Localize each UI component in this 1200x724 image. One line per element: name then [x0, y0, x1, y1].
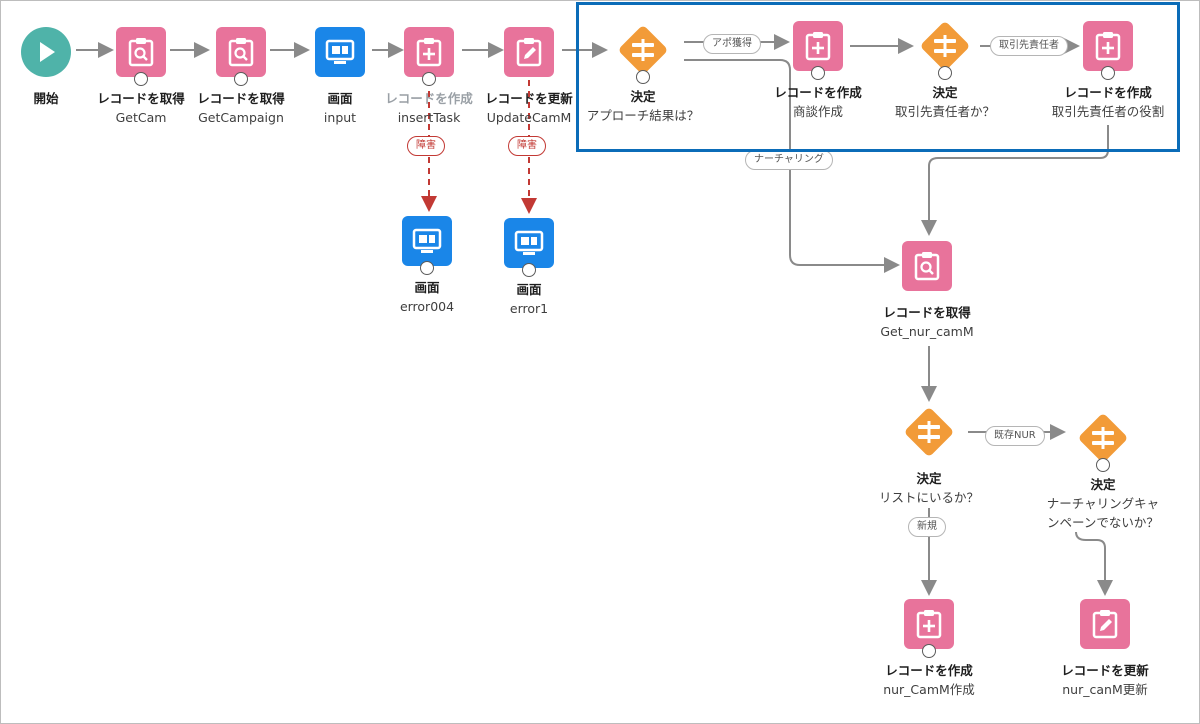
connector-label-appo[interactable]: アポ獲得 — [703, 34, 761, 54]
connector-label-new[interactable]: 新規 — [908, 517, 946, 537]
get-records-icon[interactable] — [116, 27, 166, 77]
node-type-label: 画面 — [516, 282, 542, 297]
update-records-icon[interactable] — [1080, 599, 1130, 649]
node-api-name: error1 — [509, 301, 549, 316]
node-api-name: 取引先責任者の役割 — [1051, 104, 1165, 119]
create-records-icon[interactable] — [404, 27, 454, 77]
node-type-label: レコードを取得 — [883, 305, 971, 320]
create-records-icon[interactable] — [1083, 21, 1133, 71]
decision-icon[interactable] — [1077, 412, 1129, 464]
node-type-label: レコードを取得 — [197, 91, 285, 106]
node-type-label: レコードを作成 — [1064, 85, 1152, 100]
decision-icon[interactable] — [919, 20, 971, 72]
get-records-icon[interactable] — [902, 241, 952, 291]
node-type-label: 決定 — [630, 89, 656, 104]
node-type-label: 開始 — [33, 91, 59, 106]
node-api-name: input — [323, 110, 357, 125]
node-connector-anchor[interactable] — [938, 66, 952, 80]
node-type-label: レコードを作成 — [385, 91, 473, 106]
node-api-name: 取引先責任者か？ — [894, 104, 995, 119]
node-type-label: 決定 — [1090, 477, 1116, 492]
node-api-name: リストにいるか？ — [878, 490, 979, 505]
node-connector-anchor[interactable] — [1096, 458, 1110, 472]
node-connector-anchor[interactable] — [922, 644, 936, 658]
node-api-name: error004 — [399, 299, 455, 314]
screen-icon[interactable] — [504, 218, 554, 268]
node-connector-anchor[interactable] — [420, 261, 434, 275]
screen-icon[interactable] — [315, 27, 365, 77]
node-connector-anchor[interactable] — [522, 263, 536, 277]
node-type-label: レコードを作成 — [774, 85, 862, 100]
decision-icon[interactable] — [617, 24, 669, 76]
connector-label-fault-2[interactable]: 障害 — [508, 136, 546, 156]
decision-icon[interactable] — [903, 406, 955, 458]
node-connector-anchor[interactable] — [134, 72, 148, 86]
edge-decision4-update[interactable] — [1075, 531, 1113, 596]
node-api-name: nur_CamM作成 — [883, 682, 975, 697]
node-type-label: 画面 — [327, 91, 353, 106]
node-type-label: レコードを作成 — [885, 663, 973, 678]
node-connector-anchor[interactable] — [422, 72, 436, 86]
node-api-name: nur_canM更新 — [1062, 682, 1148, 697]
node-api-name: 商談作成 — [792, 104, 843, 119]
connector-label-fault-1[interactable]: 障害 — [407, 136, 445, 156]
node-api-name: アプローチ結果は？ — [586, 108, 700, 123]
node-type-label: レコードを更新 — [485, 91, 573, 106]
get-records-icon[interactable] — [216, 27, 266, 77]
node-api-name: GetCampaign — [198, 110, 284, 125]
node-type-label: 決定 — [916, 471, 942, 486]
node-connector-anchor[interactable] — [234, 72, 248, 86]
connector-label-contact[interactable]: 取引先責任者 — [990, 36, 1068, 56]
node-api-name: UpdateCamM — [486, 110, 572, 125]
node-connector-anchor[interactable] — [636, 70, 650, 84]
node-api-name: ナーチャリングキャ ンペーンでないか？ — [1046, 496, 1160, 530]
update-records-icon[interactable] — [504, 27, 554, 77]
node-api-name: GetCam — [115, 110, 167, 125]
node-type-label: レコードを更新 — [1061, 663, 1149, 678]
screen-icon[interactable] — [402, 216, 452, 266]
edge-create-role-get-nur[interactable] — [921, 125, 1109, 236]
node-type-label: 画面 — [414, 280, 440, 295]
create-records-icon[interactable] — [793, 21, 843, 71]
node-connector-anchor[interactable] — [811, 66, 825, 80]
node-api-name: Get_nur_camM — [880, 324, 974, 339]
node-type-label: レコードを取得 — [97, 91, 185, 106]
start-icon[interactable] — [21, 27, 71, 77]
node-connector-anchor[interactable] — [1101, 66, 1115, 80]
connector-label-nurturing[interactable]: ナーチャリング — [745, 150, 833, 170]
selection-highlight — [576, 2, 1180, 152]
connector-label-existing-nur[interactable]: 既存NUR — [985, 426, 1045, 446]
node-type-label: 決定 — [932, 85, 958, 100]
create-records-icon[interactable] — [904, 599, 954, 649]
node-api-name: insertTask — [397, 110, 461, 125]
